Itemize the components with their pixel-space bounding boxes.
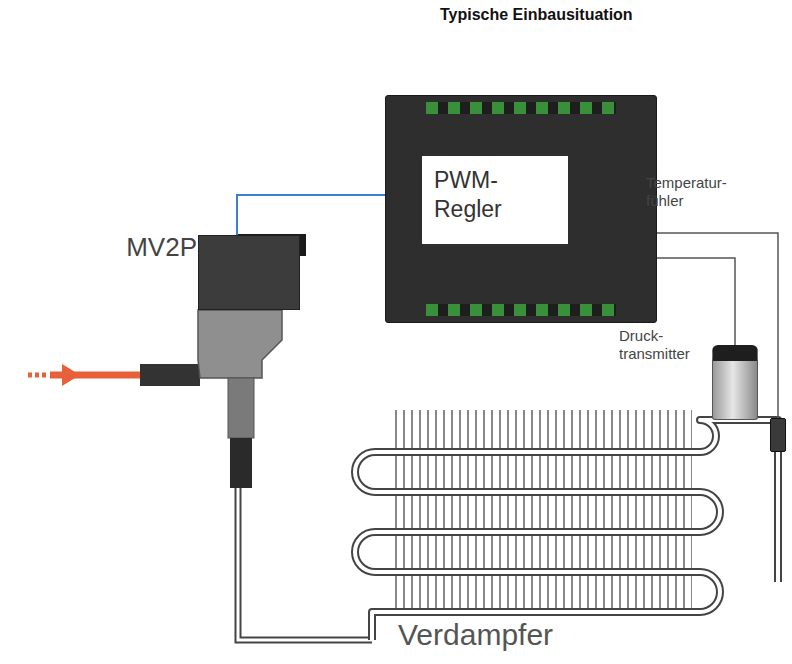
evaporator-coil xyxy=(355,420,778,640)
outlet-fitting xyxy=(230,438,252,488)
diagram-title: Typische Einbausituation xyxy=(440,6,633,24)
signal-wire xyxy=(657,258,735,345)
valve-body xyxy=(198,310,282,378)
solenoid-valve: MV2P xyxy=(198,235,300,310)
terminal-strip xyxy=(426,304,616,316)
flow-dash xyxy=(28,373,48,378)
sensor-name: Temperatur- fühler xyxy=(646,174,744,210)
signal-wire xyxy=(237,195,385,235)
pressure-transmitter: Druck- transmitter xyxy=(712,345,758,420)
controller-label: PWM-Regler xyxy=(434,166,534,224)
controller-label-panel: PWM-Regler xyxy=(422,156,568,244)
temperature-sensor: Temperatur- fühler xyxy=(770,418,786,452)
sensor-name: Druck- transmitter xyxy=(619,327,707,363)
component-label: Verdampfer xyxy=(395,618,556,652)
liquid-line xyxy=(238,488,372,640)
flow-arrow xyxy=(62,364,80,386)
valve-name: MV2P xyxy=(126,232,197,263)
terminal-strip xyxy=(426,102,616,114)
valve-outlet xyxy=(228,378,254,438)
pwm-controller: PWM-Regler xyxy=(385,95,657,323)
inlet-pipe xyxy=(140,364,200,386)
fins xyxy=(392,410,692,615)
